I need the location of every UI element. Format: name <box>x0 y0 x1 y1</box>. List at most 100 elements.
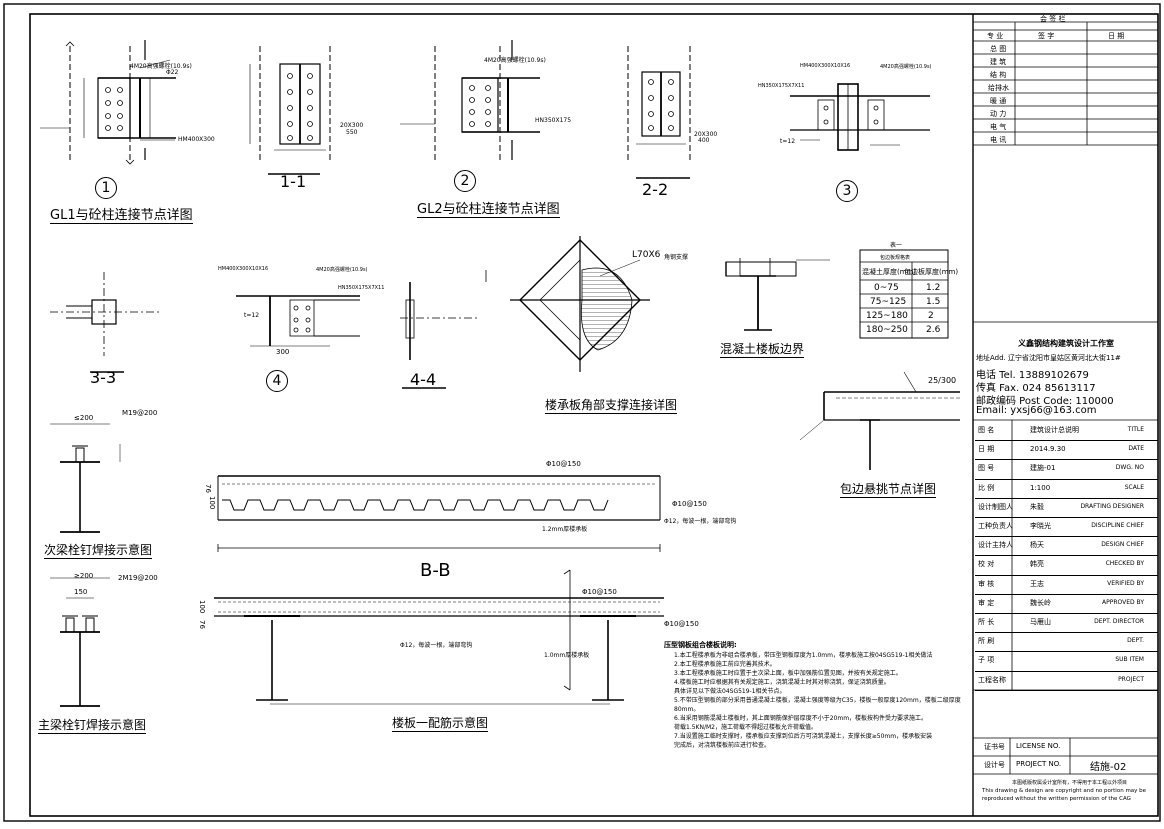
table-r3-a: 180~250 <box>866 325 908 335</box>
notes-title: 压型钢板组合楼板说明: <box>664 641 737 649</box>
title-block-en: DEPT. DIRECTOR <box>1094 618 1144 625</box>
thickness-t12: t=12 <box>780 138 796 145</box>
title-block-label: 日 期 <box>978 445 995 454</box>
main-stud-detail <box>50 577 110 707</box>
title-block-label: 设计主持人 <box>978 541 1013 550</box>
title-block-en: DEPT. <box>1127 637 1144 645</box>
company-email: Email: yxsj66@163.com <box>976 405 1097 416</box>
cs-row-0: 总 图 <box>990 45 1007 53</box>
cs-header-sign: 签 字 <box>1038 32 1055 40</box>
cs-row-1: 建 筑 <box>990 58 1007 66</box>
main-stud-title: 主梁栓钉焊接示意图 <box>38 718 147 734</box>
deck-label-1-2: 1.2mm厚楼承板 <box>542 526 588 533</box>
stud-spacing-le200: ≤200 <box>74 414 94 422</box>
beam-label-hm400: HM400X300 <box>178 136 215 143</box>
beam-label-hn350x: HN350X175X7X11 <box>758 83 805 89</box>
note-item: 6.当采用钢筋混凝土楼板时，其上面钢筋保护层厚度不小于20mm，楼板按构件受力要… <box>674 715 928 722</box>
corner-note: 角钢支撑 <box>664 254 689 261</box>
rebar-label-top: Φ10@150 <box>546 460 581 468</box>
title-block-value: 建筑设计总说明 <box>1030 426 1079 434</box>
beam-label-hn350: HN350X175 <box>535 117 572 124</box>
section-4-4 <box>400 282 480 389</box>
detail-gl1 <box>40 40 176 165</box>
section-3-3 <box>50 272 160 373</box>
title-block-row: 所 刷 DEPT. <box>975 632 1158 653</box>
title-block-label: 图 名 <box>978 426 995 434</box>
cantilever-detail <box>799 371 960 470</box>
title-block-label: 审 核 <box>978 579 995 588</box>
plate-dim-550: 550 <box>346 129 358 136</box>
title-block-label: 图 号 <box>978 464 995 473</box>
stud-label-m19: M19@200 <box>122 409 158 417</box>
thickness-t12-4: t=12 <box>244 312 260 319</box>
note-item: 7.当设置施工临时支撑时，楼承板应支撑到位后方可浇筑混凝土，支撑长度≥50mm，… <box>674 733 933 740</box>
project-no-label: 设计号 <box>984 761 1005 769</box>
inner-border <box>29 13 1159 817</box>
thickness-table-grid <box>859 249 949 339</box>
table-r1-b: 1.5 <box>926 297 941 307</box>
beam-label-4: HM400X300X10X16 <box>218 266 269 272</box>
note-item: 荷载1.5KN/M2，施工荷载不得超过楼板允许荷载值。 <box>674 724 817 731</box>
slope-label: 25/300 <box>928 376 957 385</box>
table-r1-a: 75~125 <box>870 297 907 307</box>
cs-row-5: 动 力 <box>990 110 1007 118</box>
rebar-label-phi12: Φ12，每波一根，端部弯钩 <box>664 518 737 525</box>
beam-label-hm400x: HM400X300X10X16 <box>800 63 851 69</box>
title-block-row: 校 对 韩亮 CHECKED BY <box>975 555 1158 576</box>
deck-label-1-0: 1.0mm厚楼承板 <box>544 652 590 659</box>
title-block-en: VERIFIED BY <box>1107 579 1144 587</box>
title-block-en: TITLE <box>1127 426 1144 433</box>
copyright-en-2: reproduced without the written permissio… <box>982 796 1131 802</box>
table-subtitle: 包边板规格表 <box>880 255 911 261</box>
section-4-4-label: 4-4 <box>410 370 437 389</box>
bolt-label-2: 4M20高强螺栓(10.9s) <box>484 57 546 64</box>
title-block-value: 李晓光 <box>1030 522 1051 530</box>
bolt-label-4: 4M20高强螺栓(10.9s) <box>316 267 368 273</box>
rebar-label-top-2: Φ10@150 <box>582 588 617 596</box>
title-block-row: 日 期 2014.9.30 DATE <box>975 440 1158 461</box>
title-block-value: 杨天 <box>1030 541 1044 550</box>
rebar-label-phi12-2: Φ12，每波一根，端部弯钩 <box>400 642 473 649</box>
company-tel: 电话 Tel. 13889102679 <box>976 370 1089 381</box>
beam-label-4b: HN350X175X7X11 <box>338 285 385 291</box>
rebar-label-bottom-2: Φ10@150 <box>664 620 699 628</box>
bolt-label-3: 4M20高强螺栓(10.9s) <box>880 64 932 70</box>
section-b-b-label: B-B <box>420 560 451 581</box>
title-block-label: 设计制图人 <box>978 502 1013 511</box>
detail-mark-2: 2 <box>454 170 476 192</box>
section-2-2 <box>627 46 691 179</box>
table-r0-b: 1.2 <box>926 283 941 293</box>
stud-label-2m19: 2M19@200 <box>118 574 158 582</box>
title-block-label: 工种负责人 <box>978 522 1013 530</box>
project-no-en: PROJECT NO. <box>1016 760 1062 768</box>
note-item: 完成后，对浇筑楼板前应进行检查。 <box>674 742 771 749</box>
title-block-label: 校 对 <box>978 560 995 569</box>
license-en: LICENSE NO. <box>1016 742 1061 750</box>
title-block-label: 子 项 <box>978 656 995 665</box>
title-block-label: 审 定 <box>978 598 995 607</box>
dim-100-top: 100 <box>208 496 216 510</box>
title-block-value: 韩亮 <box>1030 560 1044 569</box>
section-1-1-label: 1-1 <box>280 172 307 191</box>
title-block-label: 所 刷 <box>978 637 995 646</box>
note-item: 1.本工程楼承板为非组合楼承板，带压型钢板厚度为1.0mm，楼承板施工按04SG… <box>674 652 933 659</box>
dim-100-bottom: 100 <box>198 600 206 614</box>
title-block-en: DATE <box>1128 445 1144 453</box>
corner-angle-label: L70X6 <box>632 250 661 260</box>
cs-row-3: 给排水 <box>988 84 1009 92</box>
title-block-value: 2014.9.30 <box>1030 445 1066 454</box>
title-block-en: CHECKED BY <box>1105 560 1144 568</box>
stud-dim-150: 150 <box>74 588 88 596</box>
detail-gl2 <box>400 40 540 160</box>
title-block-label: 比 例 <box>978 483 995 492</box>
title-block-en: DESIGN CHIEF <box>1101 541 1144 549</box>
dim-300: 300 <box>276 348 290 356</box>
title-block-label: 工程名称 <box>978 675 1006 684</box>
title-block-value: 王志 <box>1030 579 1044 588</box>
corner-support-title: 楼承板角部支撑连接详图 <box>545 398 678 414</box>
